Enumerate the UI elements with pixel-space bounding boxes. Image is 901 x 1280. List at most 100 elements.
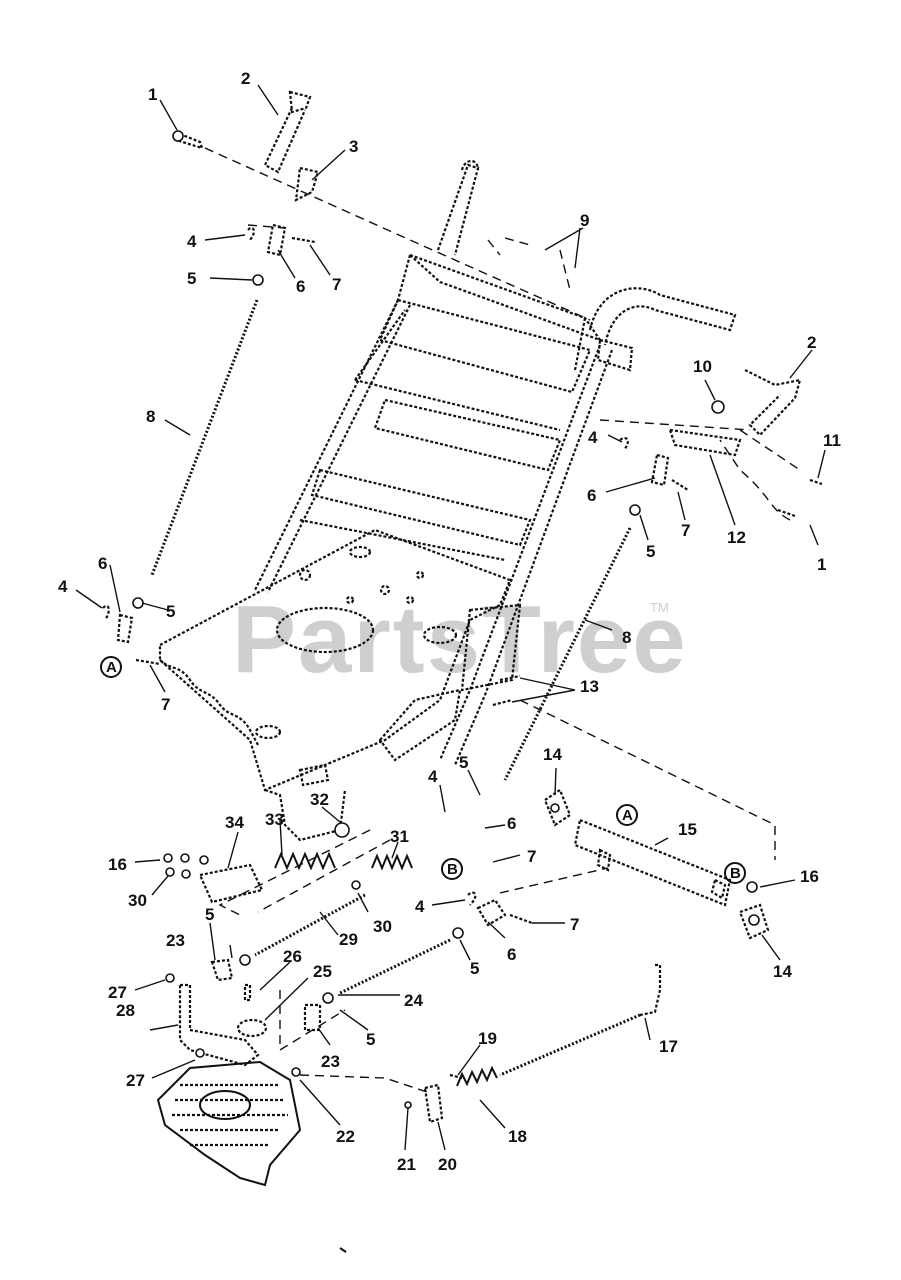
pivot-assembly bbox=[163, 822, 413, 1067]
cable-assembly bbox=[404, 963, 662, 1124]
callout-27: 27 bbox=[108, 983, 127, 1002]
callout-14: 14 bbox=[773, 962, 792, 981]
callout-5: 5 bbox=[646, 542, 655, 561]
ref-circle-b-left bbox=[441, 858, 463, 880]
callout-4: 4 bbox=[588, 428, 598, 447]
callout-5: 5 bbox=[187, 269, 196, 288]
callout-4: 4 bbox=[58, 577, 68, 596]
assembly-line-10 bbox=[499, 867, 609, 894]
callout-28: 28 bbox=[116, 1001, 135, 1020]
left-lever-assembly bbox=[102, 90, 320, 666]
callout-16: 16 bbox=[108, 855, 127, 874]
callout-5: 5 bbox=[205, 905, 214, 924]
ref-marker-b: B bbox=[447, 861, 458, 878]
rod-29 bbox=[254, 893, 366, 957]
stray-mark bbox=[339, 1247, 347, 1253]
assembly-line-8 bbox=[218, 829, 371, 916]
callout-10: 10 bbox=[693, 357, 712, 376]
callout-8: 8 bbox=[146, 407, 155, 426]
ref-marker-b: B bbox=[730, 865, 741, 882]
shaft-assembly bbox=[543, 788, 770, 940]
leader-lines bbox=[75, 84, 826, 1151]
callout-1: 1 bbox=[817, 555, 826, 574]
ref-marker-a: A bbox=[106, 659, 117, 676]
assembly-line-3 bbox=[739, 429, 801, 471]
callout-7: 7 bbox=[527, 847, 536, 866]
callout-5: 5 bbox=[166, 602, 175, 621]
left-control-rod bbox=[150, 299, 259, 576]
spring-18 bbox=[456, 1065, 498, 1087]
callout-6: 6 bbox=[587, 486, 596, 505]
callout-31: 31 bbox=[390, 827, 409, 846]
engine bbox=[156, 1060, 302, 1187]
assembly-line-4 bbox=[599, 419, 751, 431]
callout-4: 4 bbox=[415, 897, 425, 916]
ref-marker-a: A bbox=[622, 807, 633, 824]
callout-19: 19 bbox=[478, 1029, 497, 1048]
assembly-line-6 bbox=[487, 237, 571, 291]
ref-circle-a-left bbox=[100, 656, 122, 678]
callout-30: 30 bbox=[373, 917, 392, 936]
callout-1: 1 bbox=[148, 85, 157, 104]
callout-9: 9 bbox=[580, 211, 589, 230]
callout-20: 20 bbox=[438, 1155, 457, 1174]
callout-17: 17 bbox=[659, 1037, 678, 1056]
partstree-watermark: PartsTree bbox=[232, 586, 688, 693]
callout-14: 14 bbox=[543, 745, 562, 764]
trademark-mark: TM bbox=[650, 600, 669, 615]
callout-12: 12 bbox=[727, 528, 746, 547]
ref-circle-b-right bbox=[724, 862, 746, 884]
assembly-line-1 bbox=[204, 147, 591, 321]
callout-6: 6 bbox=[507, 814, 516, 833]
callout-2: 2 bbox=[807, 333, 816, 352]
assembly-line-2 bbox=[719, 439, 791, 521]
callout-23: 23 bbox=[166, 931, 185, 950]
callout-13: 13 bbox=[580, 677, 599, 696]
ref-circle-a-right bbox=[616, 804, 638, 826]
callout-5: 5 bbox=[366, 1030, 375, 1049]
callout-29: 29 bbox=[339, 930, 358, 949]
callout-16: 16 bbox=[800, 867, 819, 886]
callout-5: 5 bbox=[459, 753, 468, 772]
cable-17 bbox=[499, 1013, 641, 1077]
callout-6: 6 bbox=[98, 554, 107, 573]
callout-15: 15 bbox=[678, 820, 697, 839]
deck-plate bbox=[158, 528, 512, 842]
spring-33 bbox=[274, 851, 336, 871]
callout-3: 3 bbox=[349, 137, 358, 156]
callout-11: 11 bbox=[823, 431, 841, 450]
callout-27: 27 bbox=[126, 1071, 145, 1090]
callout-4: 4 bbox=[187, 232, 197, 251]
right-control-rod bbox=[503, 527, 632, 781]
reference-markers: A A B B bbox=[100, 656, 746, 884]
handle-frame bbox=[254, 159, 737, 766]
callout-7: 7 bbox=[570, 915, 579, 934]
callout-18: 18 bbox=[508, 1127, 527, 1146]
callout-33: 33 bbox=[265, 810, 284, 829]
callout-7: 7 bbox=[161, 695, 170, 714]
callout-34: 34 bbox=[225, 813, 244, 832]
callout-5: 5 bbox=[470, 959, 479, 978]
callout-25: 25 bbox=[313, 962, 332, 981]
callout-24: 24 bbox=[404, 991, 423, 1010]
rod-24 bbox=[339, 938, 451, 995]
assembly-line-11 bbox=[279, 990, 346, 1052]
callout-4: 4 bbox=[428, 767, 438, 786]
callout-30: 30 bbox=[128, 891, 147, 910]
spring-31 bbox=[371, 853, 413, 871]
callout-6: 6 bbox=[507, 945, 516, 964]
callout-7: 7 bbox=[332, 275, 341, 294]
assembly-line-9 bbox=[257, 839, 391, 913]
callout-8: 8 bbox=[622, 628, 631, 647]
right-lever-assembly bbox=[492, 369, 823, 781]
callout-22: 22 bbox=[336, 1127, 355, 1146]
callout-26: 26 bbox=[283, 947, 302, 966]
callout-21: 21 bbox=[397, 1155, 416, 1174]
assembly-line-5 bbox=[519, 699, 776, 860]
callout-23: 23 bbox=[321, 1052, 340, 1071]
callout-7: 7 bbox=[681, 521, 690, 540]
callout-32: 32 bbox=[310, 790, 329, 809]
callout-6: 6 bbox=[296, 277, 305, 296]
callouts: 1 2 3 4 5 6 7 8 9 10 2 11 4 6 7 12 1 5 4… bbox=[58, 69, 841, 1174]
